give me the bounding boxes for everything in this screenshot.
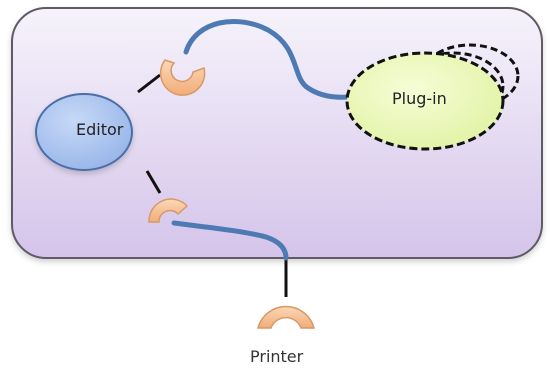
printer-connector-wire	[171, 220, 289, 261]
editor-label: Editor	[76, 120, 124, 139]
plugin-shadow-ellipse-1	[401, 51, 505, 121]
plugin-label: Plug-in	[392, 89, 447, 108]
printer-socket-icon	[257, 305, 315, 329]
top-socket-icon	[159, 59, 206, 96]
printer-label: Printer	[250, 347, 304, 366]
plugin-connector-wire	[183, 18, 353, 100]
plugin-node	[345, 51, 505, 151]
bottom-socket-icon	[148, 198, 189, 223]
editor-to-top-socket-link	[137, 73, 161, 94]
editor-node	[35, 93, 133, 171]
editor-to-bottom-socket-link	[145, 170, 162, 194]
